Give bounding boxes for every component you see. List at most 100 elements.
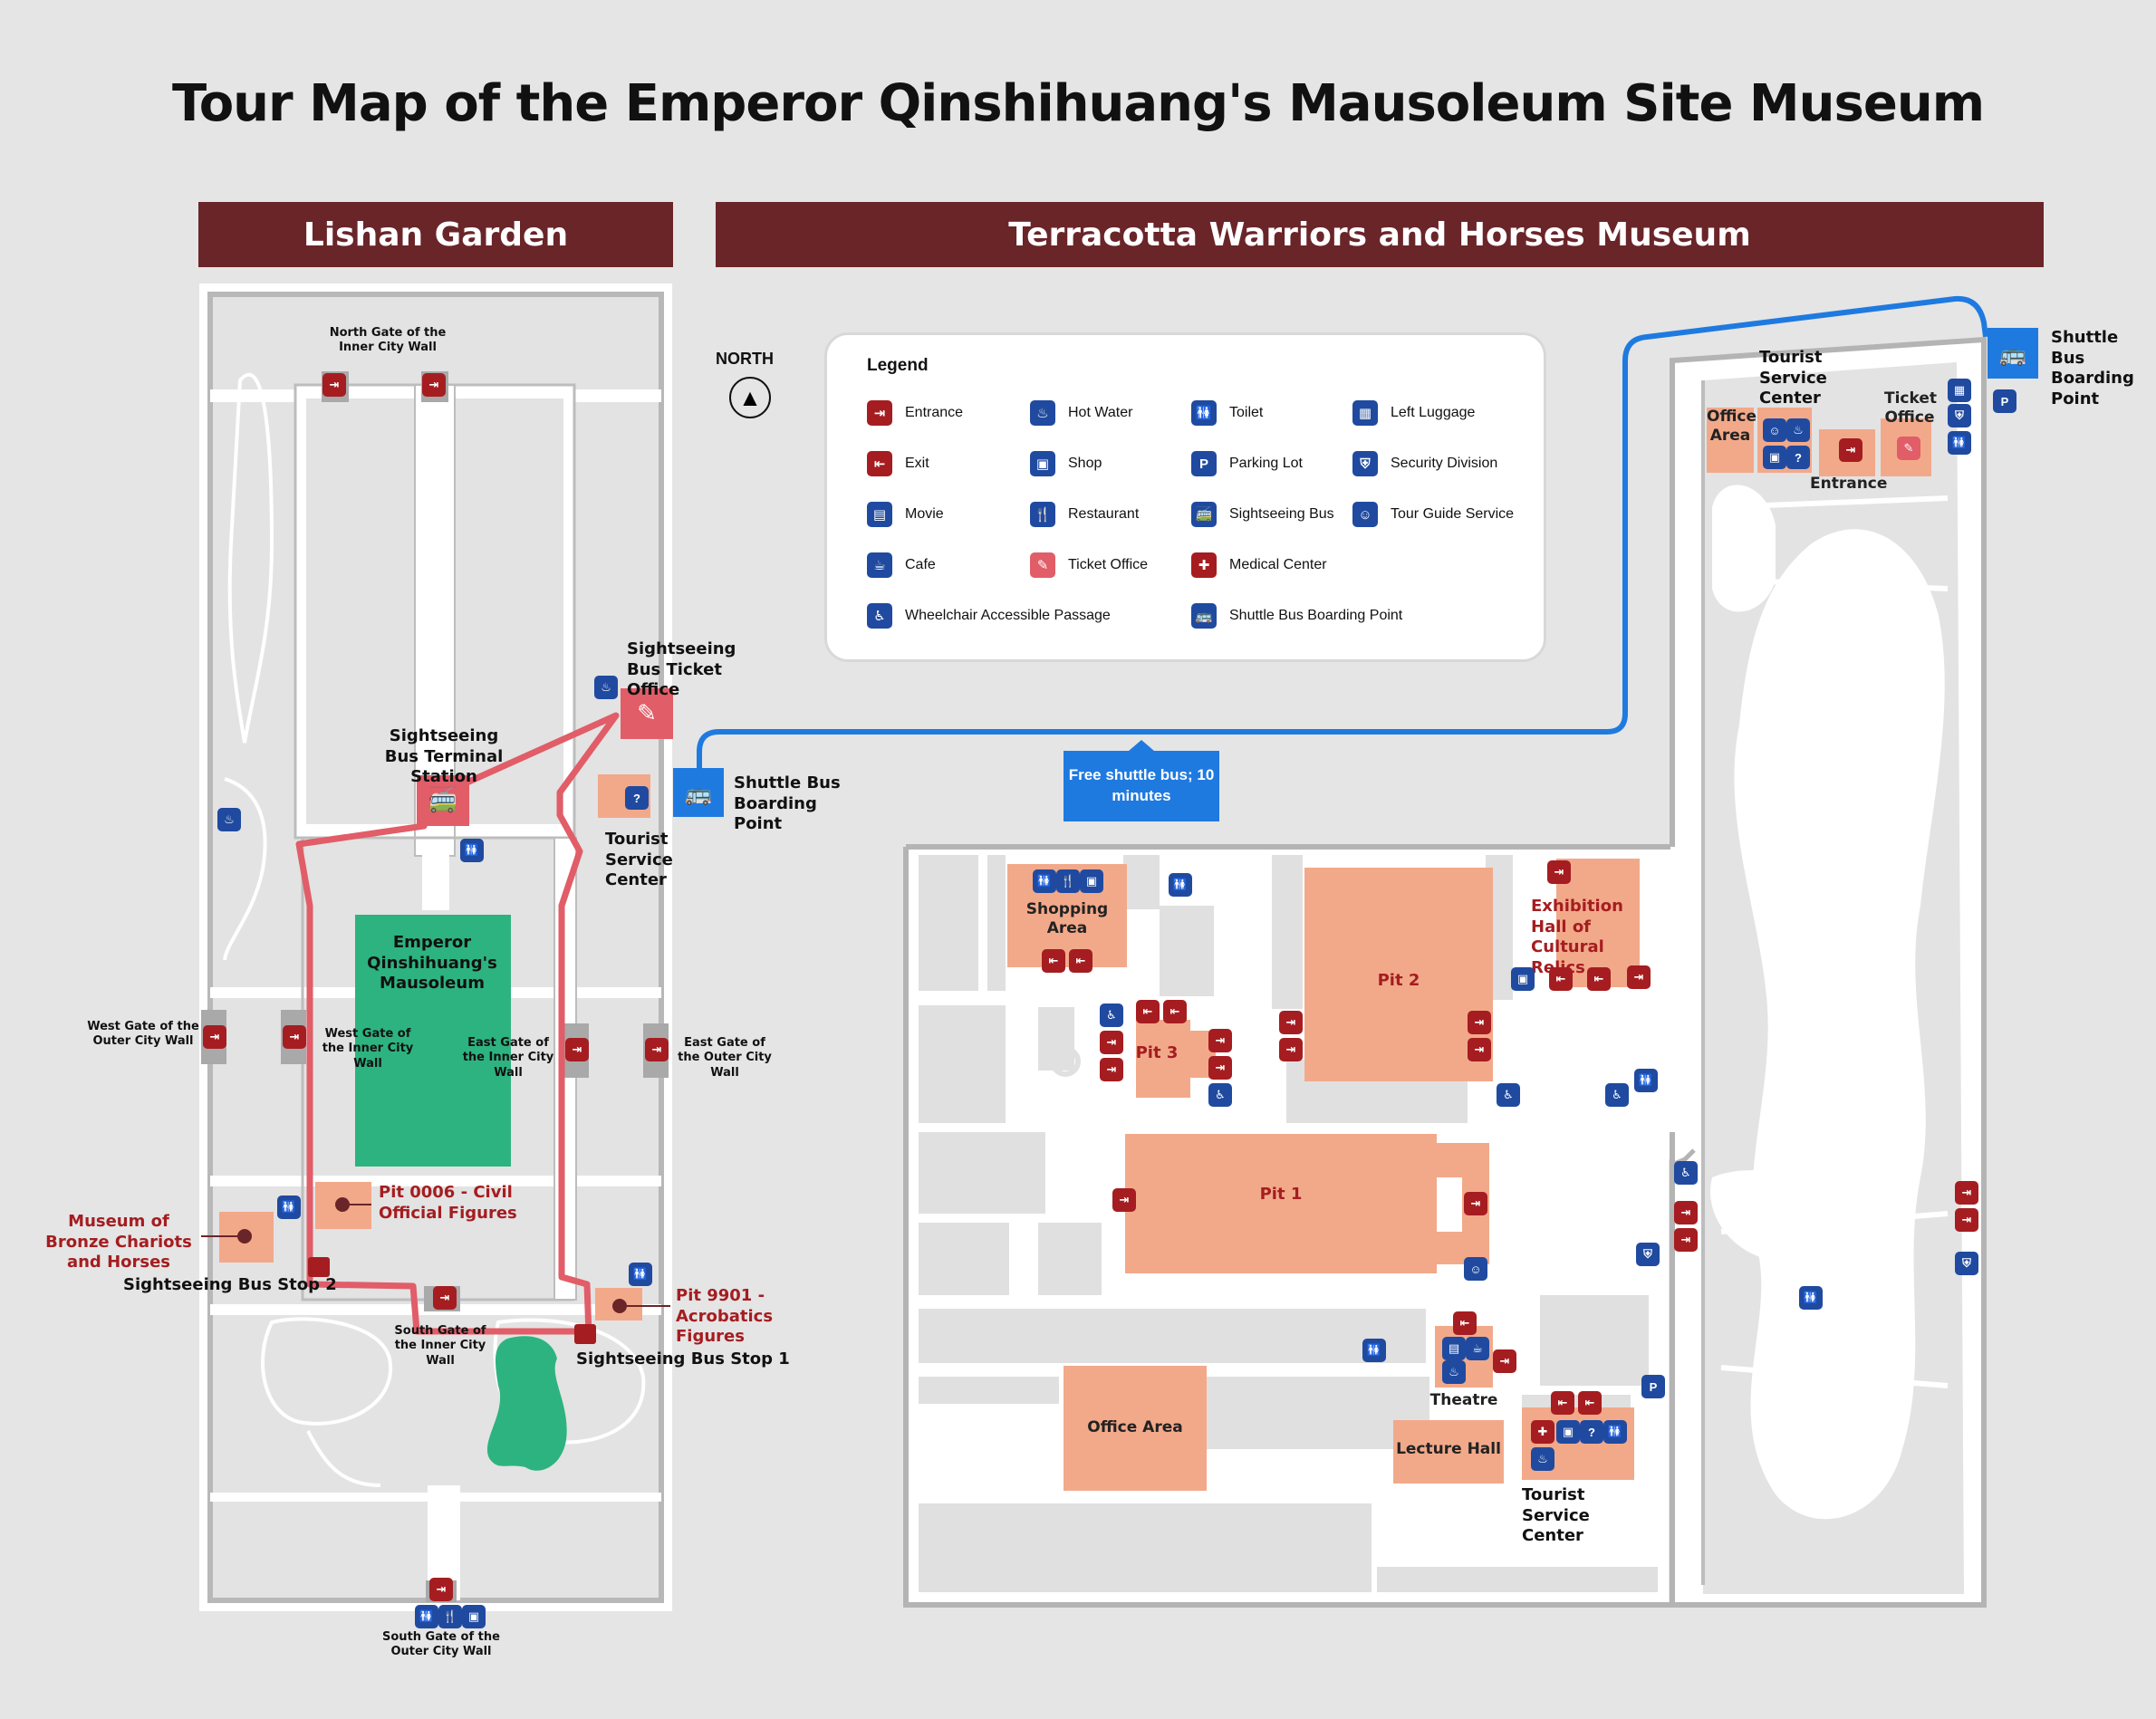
wheelchair-icon[interactable]: ♿ xyxy=(1208,1083,1232,1107)
north-gate-inner-label: North Gate of the Inner City Wall xyxy=(329,326,447,355)
shop-icon[interactable]: ▣ xyxy=(462,1605,486,1628)
wheelchair-icon[interactable]: ♿ xyxy=(1497,1083,1520,1107)
toilet-icon[interactable]: 🚻 xyxy=(1362,1339,1386,1362)
toilet-icon[interactable]: 🚻 xyxy=(415,1605,438,1628)
hot-water-icon[interactable]: ♨ xyxy=(1786,418,1810,442)
security-icon[interactable]: ⛨ xyxy=(1948,404,1971,427)
exit-icon[interactable]: ⇤ xyxy=(1069,949,1092,973)
toilet-icon[interactable]: 🚻 xyxy=(1033,869,1056,893)
entrance-icon[interactable]: ⇥ xyxy=(433,1286,457,1310)
entrance-icon[interactable]: ⇥ xyxy=(429,1578,453,1601)
legend-item-label: Entrance xyxy=(905,405,964,420)
entrance-icon[interactable]: ⇥ xyxy=(1468,1011,1491,1034)
toilet-icon[interactable]: 🚻 xyxy=(1634,1069,1658,1092)
entrance-icon[interactable]: ⇥ xyxy=(422,373,446,397)
hot-water-icon[interactable]: ♨ xyxy=(594,676,618,699)
tour-guide-icon[interactable]: ? xyxy=(1786,446,1810,469)
exit-icon[interactable]: ⇤ xyxy=(1549,967,1573,991)
shuttle-stop-terracotta[interactable] xyxy=(1988,328,2038,379)
entrance-icon[interactable]: ⇥ xyxy=(1464,1192,1487,1215)
entrance-icon[interactable]: ⇥ xyxy=(1100,1031,1123,1054)
entrance-icon[interactable]: ⇥ xyxy=(283,1025,306,1049)
restaurant-icon: 🍴 xyxy=(1030,502,1055,527)
entrance-icon[interactable]: ⇥ xyxy=(1955,1208,1978,1232)
svg-text:🚎: 🚎 xyxy=(428,786,457,813)
shop-icon[interactable]: ▣ xyxy=(1556,1420,1580,1444)
entrance-icon[interactable]: ⇥ xyxy=(1208,1029,1232,1052)
wheelchair-icon[interactable]: ♿ xyxy=(1605,1083,1629,1107)
legend-title: Legend xyxy=(867,356,929,375)
bus-ticket-office-marker[interactable] xyxy=(621,688,673,739)
entrance-icon[interactable]: ⇥ xyxy=(1112,1188,1136,1212)
toilet-icon[interactable]: 🚻 xyxy=(1948,431,1971,455)
entrance-icon[interactable]: ⇥ xyxy=(1674,1228,1698,1252)
entrance-icon[interactable]: ⇥ xyxy=(1208,1056,1232,1080)
shop-icon: ▣ xyxy=(1030,451,1055,476)
entrance-icon[interactable]: ⇥ xyxy=(565,1038,589,1061)
entrance-icon[interactable]: ⇥ xyxy=(1955,1181,1978,1205)
parking-icon[interactable]: P xyxy=(1993,389,2016,413)
exit-icon[interactable]: ⇤ xyxy=(1163,1000,1187,1023)
lishan-garden-banner: Lishan Garden xyxy=(198,202,673,267)
toilet-icon[interactable]: 🚻 xyxy=(1169,873,1192,897)
shop-icon[interactable]: ▣ xyxy=(1763,446,1786,469)
cafe-icon[interactable]: ☕ xyxy=(1466,1337,1489,1360)
ticket-office-icon[interactable]: ✎ xyxy=(1897,437,1920,460)
bronze-museum-label: Museum of Bronze Chariots and Horses xyxy=(45,1212,192,1272)
exit-icon[interactable]: ⇤ xyxy=(1551,1391,1574,1415)
tour-guide-icon[interactable]: ? xyxy=(1580,1420,1603,1444)
movie-icon: ▤ xyxy=(867,502,892,527)
pit-2-label: Pit 2 xyxy=(1377,971,1420,990)
security-icon[interactable]: ⛨ xyxy=(1636,1243,1660,1266)
entrance-icon[interactable]: ⇥ xyxy=(1547,860,1571,884)
hot-water-icon[interactable]: ♨ xyxy=(1531,1447,1554,1471)
entrance-icon[interactable]: ⇥ xyxy=(1674,1201,1698,1224)
security-icon[interactable]: ⛨ xyxy=(1955,1252,1978,1275)
pit-2-area xyxy=(1304,868,1493,1081)
exit-icon[interactable]: ⇤ xyxy=(1587,967,1611,991)
exit-icon[interactable]: ⇤ xyxy=(1136,1000,1160,1023)
exit-icon[interactable]: ⇤ xyxy=(1042,949,1065,973)
entrance-icon[interactable]: ⇥ xyxy=(645,1038,669,1061)
movie-icon[interactable]: ▤ xyxy=(1442,1337,1466,1360)
entrance-icon[interactable]: ⇥ xyxy=(1627,965,1651,989)
entrance-icon[interactable]: ⇥ xyxy=(1468,1038,1491,1061)
bus-terminal-marker[interactable] xyxy=(417,775,469,826)
bus-terminal-label: Sightseeing Bus Terminal Station xyxy=(384,726,504,786)
parking-icon[interactable]: P xyxy=(1641,1375,1665,1398)
entrance-icon[interactable]: ⇥ xyxy=(1279,1038,1303,1061)
wheelchair-icon[interactable]: ♿ xyxy=(1100,1004,1123,1027)
tour-guide-icon[interactable]: ? xyxy=(625,786,649,810)
shuttle-bus-route xyxy=(697,295,1988,777)
wheelchair-icon[interactable]: ♿ xyxy=(1674,1161,1698,1185)
legend-item-cafe: ☕Cafe xyxy=(867,552,936,578)
toilet-icon[interactable]: 🚻 xyxy=(277,1196,301,1219)
entrance-icon[interactable]: ⇥ xyxy=(1279,1011,1303,1034)
tour-guide-icon[interactable]: ☺ xyxy=(1464,1257,1487,1281)
shuttle-stop-lishan[interactable] xyxy=(673,768,724,817)
entrance-icon[interactable]: ⇥ xyxy=(203,1025,226,1049)
hot-water-icon[interactable]: ♨ xyxy=(1442,1360,1466,1384)
terracotta-museum-banner: Terracotta Warriors and Horses Museum xyxy=(716,202,2044,267)
svg-text:🚌: 🚌 xyxy=(685,782,712,806)
shop-icon[interactable]: ▣ xyxy=(1511,967,1535,991)
restaurant-icon[interactable]: 🍴 xyxy=(1056,869,1080,893)
toilet-icon[interactable]: 🚻 xyxy=(460,839,484,862)
exit-icon[interactable]: ⇤ xyxy=(1453,1311,1477,1335)
medical-icon[interactable]: ✚ xyxy=(1531,1420,1554,1444)
entrance-icon[interactable]: ⇥ xyxy=(1839,438,1862,462)
pit-1-area xyxy=(1125,1134,1437,1273)
ticket-office-north-label: Ticket Office xyxy=(1884,389,1938,427)
tour-guide-icon[interactable]: ☺ xyxy=(1763,418,1786,442)
toilet-icon[interactable]: 🚻 xyxy=(1603,1420,1627,1444)
restaurant-icon[interactable]: 🍴 xyxy=(438,1605,462,1628)
luggage-icon[interactable]: ▦ xyxy=(1948,379,1971,402)
entrance-icon[interactable]: ⇥ xyxy=(322,373,346,397)
toilet-icon[interactable]: 🚻 xyxy=(1799,1286,1823,1310)
entrance-icon[interactable]: ⇥ xyxy=(1493,1349,1516,1373)
entrance-icon[interactable]: ⇥ xyxy=(1100,1058,1123,1081)
toilet-icon[interactable]: 🚻 xyxy=(629,1263,652,1286)
shop-icon[interactable]: ▣ xyxy=(1080,869,1103,893)
hot-water-icon[interactable]: ♨ xyxy=(217,808,241,831)
exit-icon[interactable]: ⇤ xyxy=(1578,1391,1602,1415)
